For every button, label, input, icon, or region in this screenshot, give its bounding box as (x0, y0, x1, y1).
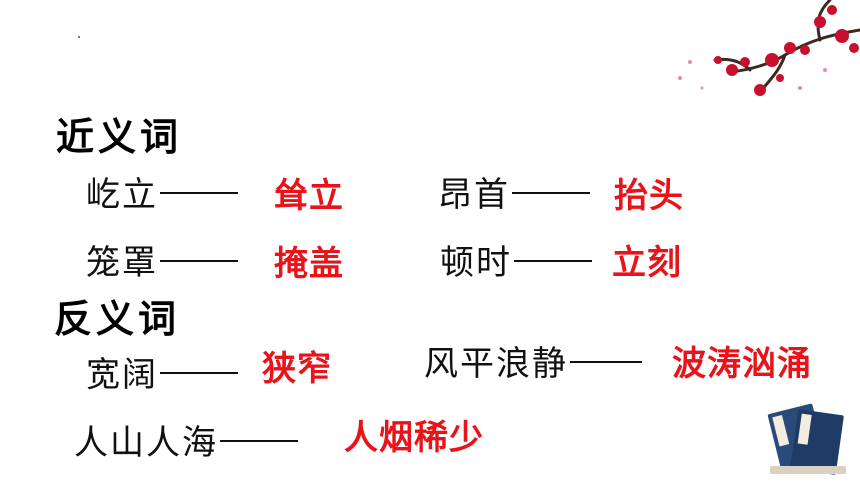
word: 风平浪静 (424, 344, 568, 384)
word: 昂首 (438, 175, 510, 215)
dash (514, 260, 592, 262)
dash (160, 260, 238, 262)
answer: 立刻 (612, 243, 682, 283)
word: 人山人海 (74, 423, 218, 463)
plum-blossom-branch-icon (678, 0, 860, 96)
antonyms-heading: 反义词 (54, 297, 181, 341)
answer: 狭窄 (262, 349, 332, 389)
antonym-pair: 宽阔 (86, 358, 238, 392)
dash (512, 192, 590, 194)
answer: 波涛汹涌 (672, 344, 812, 384)
dash (160, 372, 238, 374)
antonym-pair: 风平浪静 (424, 347, 642, 381)
answer: 抬头 (614, 176, 684, 216)
synonym-pair: 顿时 (440, 246, 592, 280)
dash (570, 361, 642, 363)
answer: 耸立 (274, 176, 344, 216)
word: 笼罩 (86, 243, 158, 283)
word: 宽阔 (86, 355, 158, 395)
synonym-pair: 昂首 (438, 178, 590, 212)
synonym-pair: 屹立 (86, 178, 238, 212)
answer: 人烟稀少 (344, 418, 484, 458)
antonym-pair: 人山人海 (74, 426, 298, 460)
book-stack-icon (767, 403, 846, 475)
dash (220, 440, 298, 442)
synonyms-heading: 近义词 (56, 115, 183, 159)
answer: 掩盖 (274, 244, 344, 284)
dash (160, 192, 238, 194)
word: 屹立 (86, 175, 158, 215)
synonym-pair: 笼罩 (86, 246, 238, 280)
decorative-dot (78, 36, 80, 38)
word: 顿时 (440, 243, 512, 283)
